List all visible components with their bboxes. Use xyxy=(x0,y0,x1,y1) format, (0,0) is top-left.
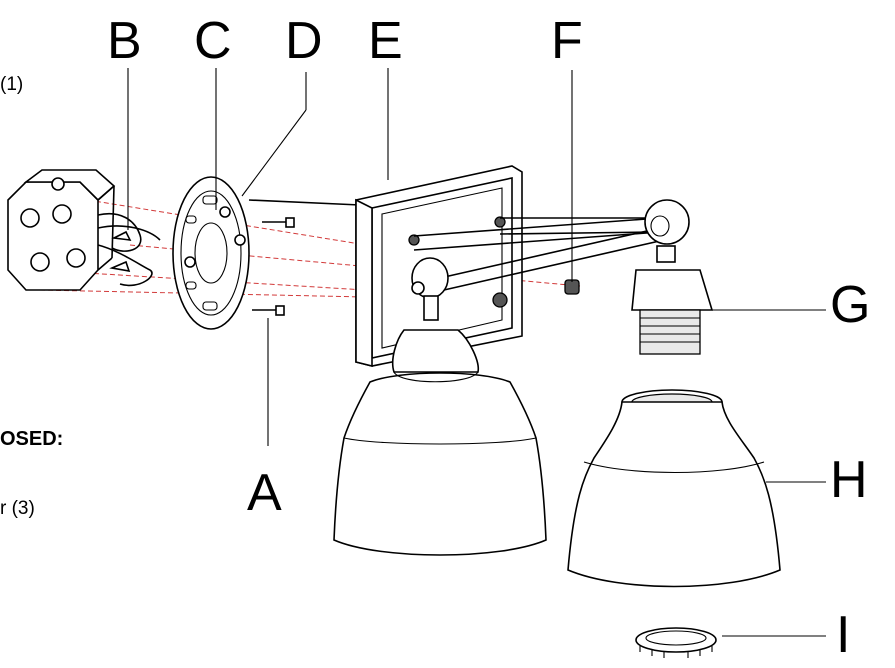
callout-label-h: H xyxy=(830,451,868,509)
callout-label-c: C xyxy=(194,12,232,70)
side-qty-top: (1) xyxy=(0,74,23,95)
left-lamp xyxy=(333,257,547,556)
glass-shade xyxy=(567,389,781,588)
arms xyxy=(413,217,665,291)
callout-label-f: F xyxy=(551,12,583,70)
supply-wires xyxy=(97,213,161,287)
callout-label-g: G xyxy=(830,276,870,334)
callout-label-d: D xyxy=(285,12,323,70)
mounting-plate xyxy=(172,176,361,330)
callout-label-e: E xyxy=(368,12,403,70)
mounting-screws xyxy=(252,217,295,316)
side-heading: OSED: xyxy=(0,428,63,450)
callout-label-i: I xyxy=(836,606,850,664)
socket-cluster xyxy=(631,199,714,355)
callout-label-a: A xyxy=(247,464,282,522)
leader-lines xyxy=(127,68,826,637)
retaining-ring xyxy=(635,627,717,658)
side-qty-bottom: r (3) xyxy=(0,498,35,519)
set-screw xyxy=(564,279,580,295)
junction-box xyxy=(7,169,116,291)
callout-label-b: B xyxy=(107,12,142,70)
